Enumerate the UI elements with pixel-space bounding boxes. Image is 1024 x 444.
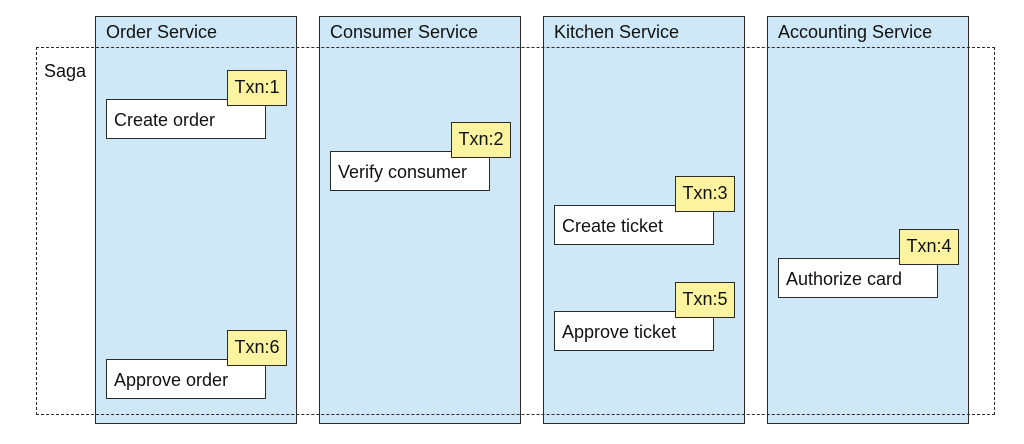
txn-badge-3: Txn:3: [675, 176, 735, 212]
lane-accounting-service: Accounting Service: [767, 16, 969, 424]
lane-title-consumer-service: Consumer Service: [330, 22, 479, 42]
step-label: Verify consumer: [338, 162, 468, 182]
step-label: Create order: [114, 110, 216, 130]
lane-consumer-service: Consumer Service: [319, 16, 521, 424]
txn-badge-6: Txn:6: [227, 330, 287, 366]
txn-badge-5: Txn:5: [675, 282, 735, 318]
saga-label: Saga: [44, 61, 87, 81]
step-label: Approve order: [114, 370, 229, 390]
lane-title-accounting-service: Accounting Service: [778, 22, 933, 42]
step-label: Approve ticket: [562, 322, 677, 342]
txn-badge-2: Txn:2: [451, 122, 511, 158]
lane-title-order-service: Order Service: [106, 22, 218, 42]
step-label: Authorize card: [786, 269, 903, 289]
lane-title-kitchen-service: Kitchen Service: [554, 22, 680, 42]
txn-badge-4: Txn:4: [899, 229, 959, 265]
txn-badge-1: Txn:1: [227, 70, 287, 106]
step-label: Create ticket: [562, 216, 664, 236]
